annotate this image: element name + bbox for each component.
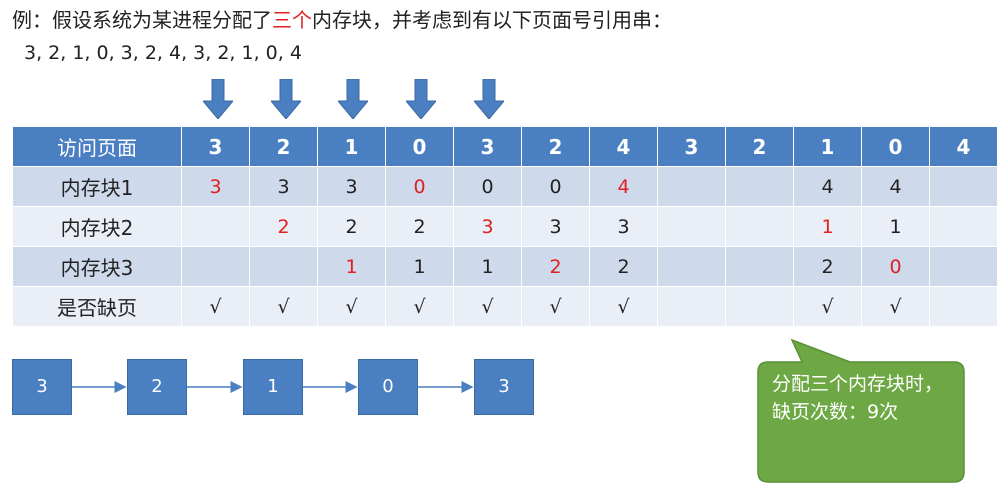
title-suffix: 内存块，并考虑到有以下页面号引用串： [312, 8, 672, 32]
page-access-cell: 2 [521, 126, 590, 167]
table-cell: 2 [589, 246, 658, 287]
row-label: 内存块1 [12, 166, 182, 207]
table-cell [929, 246, 998, 287]
table-cell: √ [521, 286, 590, 327]
table-cell [657, 166, 726, 207]
down-arrow-icon [406, 79, 436, 119]
page-access-cell: 1 [793, 126, 862, 167]
table-cell: 0 [861, 246, 930, 287]
page-access-cell: 3 [453, 126, 522, 167]
page-access-cell: 4 [589, 126, 658, 167]
table-cell [725, 166, 794, 207]
queue-node: 2 [127, 359, 187, 415]
table-cell [725, 206, 794, 247]
table-cell [181, 246, 250, 287]
table-cell: 2 [793, 246, 862, 287]
table-cell: √ [385, 286, 454, 327]
page-title: 例：假设系统为某进程分配了三个内存块，并考虑到有以下页面号引用串： [12, 6, 672, 34]
table-cell: 3 [181, 166, 250, 207]
table-cell: 2 [521, 246, 590, 287]
reference-string: 3, 2, 1, 0, 3, 2, 4, 3, 2, 1, 0, 4 [24, 42, 302, 64]
table-cell: 3 [453, 206, 522, 247]
queue-node: 3 [12, 359, 72, 415]
table-cell: 1 [453, 246, 522, 287]
down-arrow-icon [203, 79, 233, 119]
table-cell [249, 246, 318, 287]
page-access-cell: 0 [385, 126, 454, 167]
table-cell: √ [181, 286, 250, 327]
row-label: 内存块3 [12, 246, 182, 287]
table-cell: 4 [793, 166, 862, 207]
table-row: 是否缺页√√√√√√√√√ [12, 286, 998, 327]
table-cell: √ [249, 286, 318, 327]
page-access-cell: 4 [929, 126, 998, 167]
table-cell: 4 [589, 166, 658, 207]
down-arrow-icon [474, 79, 504, 119]
queue-node: 0 [358, 359, 418, 415]
queue-node: 1 [243, 359, 303, 415]
table-cell: 2 [249, 206, 318, 247]
table-cell: 2 [317, 206, 386, 247]
page-access-cell: 2 [249, 126, 318, 167]
table-cell: 1 [793, 206, 862, 247]
down-arrow-icon [338, 79, 368, 119]
table-cell: 0 [385, 166, 454, 207]
table-cell [725, 246, 794, 287]
queue-node: 3 [474, 359, 534, 415]
table-cell: √ [589, 286, 658, 327]
table-cell: 1 [317, 246, 386, 287]
table-cell: 0 [453, 166, 522, 207]
table-cell: √ [793, 286, 862, 327]
header-label: 访问页面 [12, 126, 182, 167]
table-cell: 3 [521, 206, 590, 247]
table-cell [929, 206, 998, 247]
page-access-cell: 1 [317, 126, 386, 167]
page-access-cell: 2 [725, 126, 794, 167]
table-cell: √ [861, 286, 930, 327]
table-cell: 3 [317, 166, 386, 207]
title-highlight: 三个 [272, 8, 312, 32]
table-cell: 1 [861, 206, 930, 247]
page-access-cell: 3 [657, 126, 726, 167]
table-cell [929, 286, 998, 327]
callout-bubble [757, 338, 965, 483]
title-prefix: 例：假设系统为某进程分配了 [12, 8, 272, 32]
table-cell [181, 206, 250, 247]
table-cell: 0 [521, 166, 590, 207]
row-label: 内存块2 [12, 206, 182, 247]
table-cell [657, 206, 726, 247]
table-cell [657, 286, 726, 327]
table-cell: 3 [249, 166, 318, 207]
table-cell: 4 [861, 166, 930, 207]
page-access-cell: 0 [861, 126, 930, 167]
table-cell: 2 [385, 206, 454, 247]
table-cell: √ [453, 286, 522, 327]
callout-text: 分配三个内存块时，缺页次数：9次 [772, 373, 944, 423]
row-label: 是否缺页 [12, 286, 182, 327]
table-cell: 1 [385, 246, 454, 287]
table-cell: √ [317, 286, 386, 327]
table-cell: 3 [589, 206, 658, 247]
table-cell [725, 286, 794, 327]
table-cell [657, 246, 726, 287]
table-cell [929, 166, 998, 207]
page-access-cell: 3 [181, 126, 250, 167]
down-arrow-icon [271, 79, 301, 119]
